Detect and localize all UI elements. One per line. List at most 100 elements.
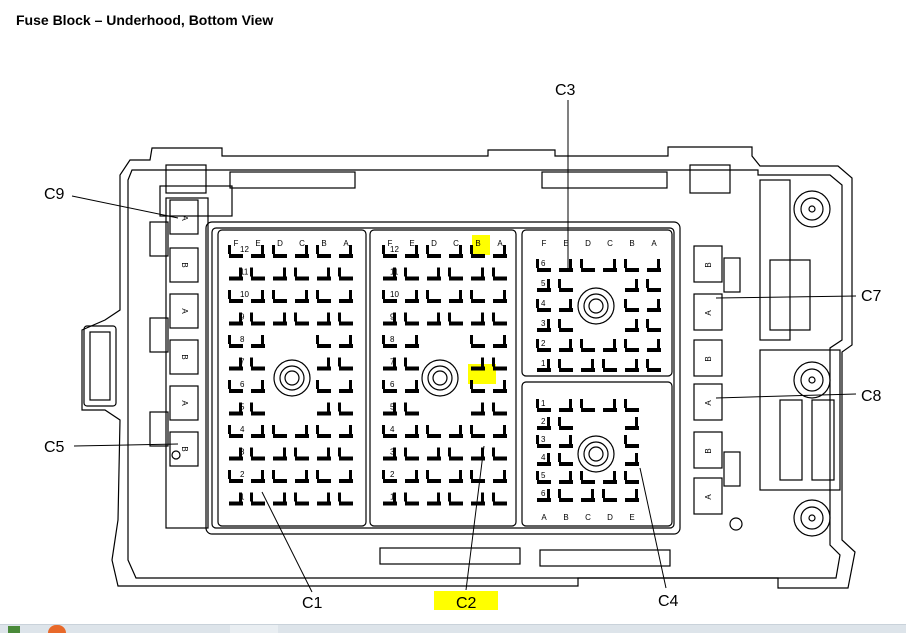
pin-cavity: [625, 328, 639, 332]
pin-latch: [404, 402, 407, 412]
pin-latch: [239, 492, 242, 502]
column-label: D: [277, 239, 283, 248]
pin-latch: [283, 267, 286, 277]
pin-cavity: [251, 434, 265, 438]
pin-latch: [481, 312, 484, 322]
app-icon[interactable]: [8, 626, 20, 633]
pin-latch: [283, 492, 286, 502]
pin-cavity: [317, 344, 331, 348]
row-label: 3: [390, 448, 395, 457]
side-pin-a: A: [180, 400, 189, 406]
column-label: F: [388, 239, 393, 248]
browser-icon[interactable]: [48, 625, 66, 633]
pin-latch: [657, 339, 660, 348]
row-label: 9: [240, 313, 245, 322]
pin-cavity: [251, 501, 265, 506]
pin-cavity: [449, 276, 463, 281]
pin-cavity: [273, 434, 287, 438]
pin-latch: [503, 470, 506, 479]
pin-latch: [228, 425, 231, 434]
column-label: E: [629, 513, 634, 522]
pin-cavity: [295, 254, 309, 258]
pin-cavity: [581, 268, 595, 272]
pin-cavity: [471, 434, 485, 438]
pin-cavity: [625, 444, 639, 448]
column-label: B: [475, 239, 480, 248]
pin-latch: [415, 425, 418, 434]
pin-latch: [305, 290, 308, 299]
pin-latch: [536, 399, 539, 408]
stud-middle: [793, 361, 831, 399]
row-label: 8: [240, 335, 245, 344]
left-side-connectors: [149, 199, 199, 467]
pin-cavity: [581, 368, 595, 372]
pin-latch: [481, 267, 484, 277]
pin-cavity: [383, 479, 397, 483]
pin-cavity: [471, 366, 485, 371]
row-label: 10: [390, 290, 399, 299]
pin-cavity: [339, 254, 353, 258]
pin-cavity: [625, 268, 639, 272]
pin-cavity: [295, 276, 309, 281]
pin-cavity: [383, 299, 397, 303]
pin-latch: [635, 319, 638, 328]
side-pin-a: A: [704, 494, 713, 500]
pin-latch: [272, 290, 275, 299]
pin-cavity: [537, 444, 551, 448]
pin-latch: [470, 245, 473, 254]
pin-latch: [503, 290, 506, 299]
pin-latch: [635, 489, 638, 498]
pin-latch: [547, 279, 550, 288]
pin-latch: [349, 290, 352, 299]
pin-cavity: [405, 456, 419, 461]
row-label: 3: [541, 435, 546, 444]
pin-cavity: [647, 288, 661, 292]
pin-cavity: [317, 366, 331, 371]
pin-cavity: [251, 479, 265, 483]
pin-latch: [536, 339, 539, 348]
pin-latch: [382, 335, 385, 344]
pin-cavity: [339, 344, 353, 348]
pin-latch: [283, 447, 286, 457]
pin-cavity: [317, 411, 331, 416]
pin-cavity: [405, 321, 419, 326]
pin-latch: [602, 489, 605, 498]
pin-cavity: [317, 434, 331, 438]
row-label: 4: [541, 453, 546, 462]
pin-cavity: [295, 501, 309, 506]
pin-latch: [635, 453, 638, 462]
pin-cavity: [625, 348, 639, 352]
pin-latch: [239, 267, 242, 277]
pin-latch: [536, 299, 539, 308]
pin-cavity: [647, 308, 661, 312]
pin-latch: [382, 470, 385, 479]
pin-latch: [316, 425, 319, 434]
pin-cavity: [317, 299, 331, 303]
pin-latch: [635, 279, 638, 288]
pin-cavity: [273, 254, 287, 258]
column-label: D: [431, 239, 437, 248]
pin-cavity: [251, 389, 265, 393]
pin-latch: [547, 417, 550, 426]
pin-latch: [558, 319, 561, 328]
row-label: 10: [240, 290, 249, 299]
callout-c9: C9: [44, 186, 65, 203]
pin-latch: [591, 489, 594, 498]
pin-cavity: [405, 366, 419, 371]
pin-cavity: [471, 299, 485, 303]
pin-cavity: [427, 321, 441, 326]
pin-cavity: [537, 498, 551, 502]
pin-cavity: [625, 308, 639, 312]
pin-latch: [228, 290, 231, 299]
pin-cavity: [537, 308, 551, 312]
pin-cavity: [383, 276, 397, 281]
pin-latch: [404, 492, 407, 502]
pin-latch: [426, 470, 429, 479]
row-label: 12: [390, 245, 399, 254]
pin-latch: [404, 447, 407, 457]
pin-cavity: [229, 254, 243, 258]
pin-cavity: [603, 268, 617, 272]
connector-c4: [521, 381, 673, 527]
